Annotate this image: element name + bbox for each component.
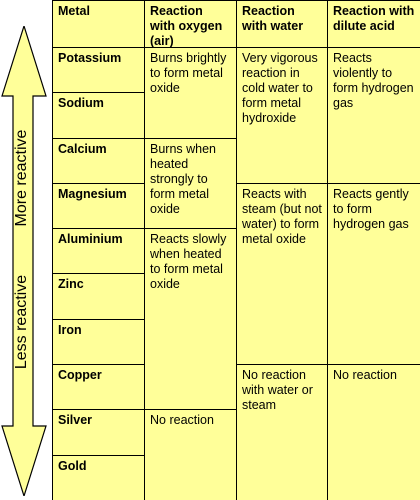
metal-aluminium: Aluminium	[52, 228, 144, 274]
metal-calcium: Calcium	[52, 137, 144, 183]
metal-potassium: Potassium	[52, 47, 144, 93]
metal-iron: Iron	[52, 318, 144, 365]
header-water: Reaction with water	[236, 0, 327, 47]
metal-zinc: Zinc	[52, 273, 144, 319]
metal-gold: Gold	[52, 454, 144, 500]
acid-violent: Reacts violently to form hydrogen gas	[327, 47, 420, 183]
water-vigorous: Very vigorous reaction in cold water to …	[236, 47, 327, 183]
acid-no-reaction: No reaction	[327, 364, 420, 500]
oxygen-no-reaction: No reaction	[144, 409, 236, 500]
reactivity-table: Metal Reaction with oxygen (air) Reactio…	[52, 0, 420, 500]
oxygen-burns-heated: Burns when heated strongly to form metal…	[144, 137, 236, 229]
double-arrow-shape	[1, 26, 47, 496]
more-reactive-label: More reactive	[13, 129, 30, 227]
metal-copper: Copper	[52, 364, 144, 410]
reactivity-arrow	[1, 26, 47, 496]
acid-gentle: Reacts gently to form hydrogen gas	[327, 182, 420, 365]
oxygen-reacts-slowly: Reacts slowly when heated to form metal …	[144, 228, 236, 410]
metal-sodium: Sodium	[52, 92, 144, 138]
metal-silver: Silver	[52, 409, 144, 455]
less-reactive-label: Less reactive	[13, 274, 30, 370]
header-acid: Reaction with dilute acid	[327, 0, 420, 47]
oxygen-burns-brightly: Burns brightly to form metal oxide	[144, 47, 236, 138]
header-metal: Metal	[52, 0, 144, 47]
metal-magnesium: Magnesium	[52, 182, 144, 229]
header-oxygen: Reaction with oxygen (air)	[144, 0, 236, 47]
water-no-reaction: No reaction with water or steam	[236, 364, 327, 500]
water-steam: Reacts with steam (but not water) to for…	[236, 182, 327, 365]
